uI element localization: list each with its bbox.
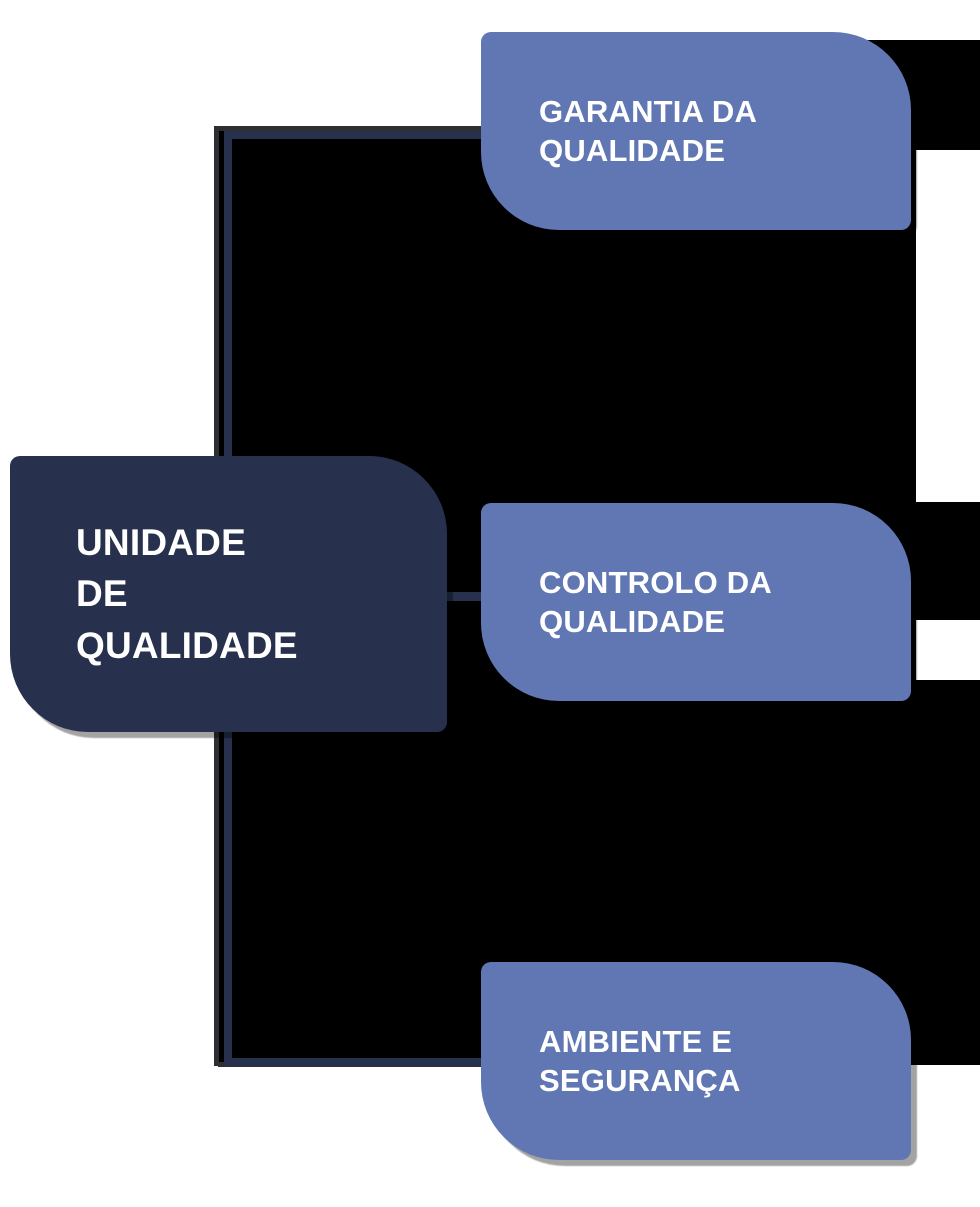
connector-shadow-top xyxy=(218,126,486,131)
background-cutout-left-lower xyxy=(0,732,218,1072)
connector-arm-middle xyxy=(437,592,485,601)
node-label: CONTROLO DA QUALIDADE xyxy=(539,564,772,639)
node-controlo-da-qualidade[interactable]: CONTROLO DA QUALIDADE xyxy=(481,503,911,701)
node-label: UNIDADE DE QUALIDADE xyxy=(76,522,298,666)
node-unidade-de-qualidade[interactable]: UNIDADE DE QUALIDADE xyxy=(10,456,447,732)
background-cutout-bottom-right xyxy=(916,1080,980,1207)
background-cutout-left xyxy=(0,0,218,456)
node-label: GARANTIA DA QUALIDADE xyxy=(539,93,758,168)
node-ambiente-e-seguranca[interactable]: AMBIENTE E SEGURANÇA xyxy=(481,962,911,1160)
background-cutout-top-left-strip xyxy=(218,0,486,130)
background-cutout-top-right xyxy=(916,150,980,502)
connector-arm-bottom xyxy=(224,1058,484,1066)
connector-arm-top xyxy=(224,131,484,139)
background-cutout-middle-right xyxy=(916,620,980,680)
background-cutout-bottom xyxy=(0,1072,480,1207)
node-garantia-da-qualidade[interactable]: GARANTIA DA QUALIDADE xyxy=(481,32,911,230)
node-label: AMBIENTE E SEGURANÇA xyxy=(539,1023,741,1098)
